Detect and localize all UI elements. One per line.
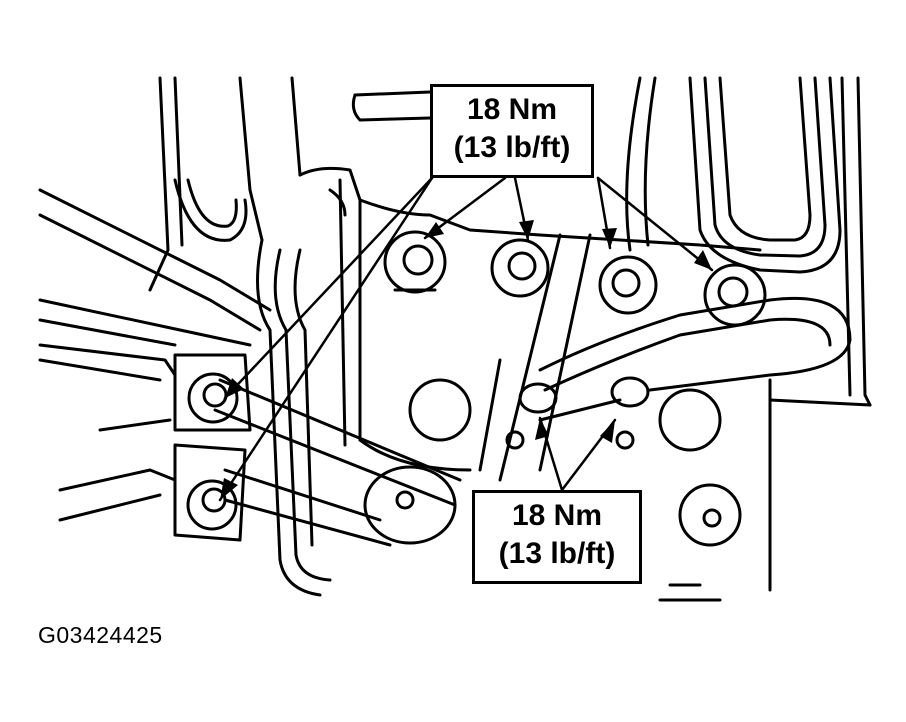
arrowheads-bottom	[535, 418, 615, 443]
bolt-upper-2	[490, 238, 550, 298]
torque-callout-top: 18 Nm (13 lb/ft)	[430, 84, 594, 178]
plate-holes	[408, 378, 742, 547]
leader-arrows-top	[218, 176, 714, 502]
mounting-plate	[351, 90, 762, 482]
tube-nut-lower-2	[610, 376, 650, 408]
link-arm	[173, 353, 462, 547]
torque-lbft-label: (13 lb/ft)	[498, 537, 616, 570]
bolt-upper-3	[598, 255, 658, 315]
torque-callout-bottom: 18 Nm (13 lb/ft)	[472, 490, 642, 584]
bolt-upper-4	[703, 263, 767, 327]
bolt-upper-1	[383, 230, 447, 294]
torque-nm-label: 18 Nm	[511, 499, 603, 532]
arrowheads-top	[220, 220, 712, 500]
left-linkage	[38, 188, 272, 522]
bolt-left-2	[186, 479, 238, 531]
torque-nm-label: 18 Nm	[466, 93, 558, 126]
central-cylinder	[298, 166, 362, 447]
housing-outline	[148, 76, 872, 602]
torque-lbft-label: (13 lb/ft)	[453, 131, 571, 164]
leader-arrows-bottom	[538, 416, 617, 492]
tube-nut-lower-1	[518, 382, 558, 414]
tube-bundle-right	[538, 76, 852, 422]
bolt-left-1	[187, 372, 239, 424]
tube-bundle-left	[173, 178, 332, 597]
figure-id: G03424425	[38, 622, 163, 648]
